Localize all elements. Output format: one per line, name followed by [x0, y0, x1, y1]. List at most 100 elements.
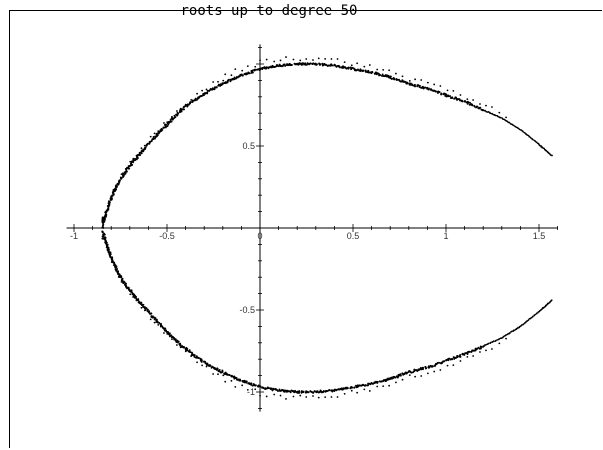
root-point	[302, 390, 305, 393]
root-point	[413, 370, 416, 373]
root-point	[171, 338, 173, 341]
root-point	[532, 315, 534, 318]
root-point	[356, 391, 359, 394]
root-point	[117, 273, 120, 276]
root-point	[189, 101, 192, 104]
root-point	[123, 171, 126, 174]
root-point	[212, 373, 215, 375]
root-point	[485, 349, 487, 352]
root-point	[246, 65, 249, 67]
root-point	[157, 132, 160, 135]
root-point	[399, 373, 402, 376]
root-point	[281, 65, 284, 68]
root-point	[359, 68, 362, 71]
y-tick-label: -1	[247, 387, 255, 397]
root-point	[410, 371, 413, 374]
root-point	[163, 332, 165, 334]
root-point	[187, 103, 190, 106]
root-point	[349, 66, 352, 69]
root-point	[352, 67, 355, 70]
root-point	[298, 390, 301, 393]
root-point	[240, 73, 243, 76]
root-point	[140, 303, 143, 306]
root-point	[338, 66, 341, 69]
root-point	[218, 369, 221, 372]
root-point	[127, 165, 130, 168]
root-point	[371, 70, 374, 73]
root-point	[261, 67, 264, 70]
root-point	[439, 369, 442, 371]
root-point	[270, 387, 273, 390]
root-point	[224, 81, 227, 84]
root-point	[331, 64, 334, 67]
root-point	[157, 323, 160, 326]
root-point	[107, 206, 110, 209]
root-point	[318, 63, 321, 66]
root-point	[153, 321, 156, 324]
root-point	[217, 373, 219, 376]
root-point	[134, 157, 137, 160]
root-point	[393, 78, 396, 81]
root-point	[334, 64, 337, 67]
root-point	[395, 72, 397, 75]
root-point	[222, 79, 225, 82]
root-point	[289, 391, 292, 394]
root-point	[299, 394, 302, 397]
root-point	[373, 381, 376, 384]
root-point	[445, 358, 448, 361]
root-point	[452, 364, 455, 367]
root-point	[153, 318, 156, 321]
root-point	[413, 368, 416, 371]
root-points	[101, 56, 553, 400]
root-point	[127, 167, 130, 170]
root-point	[232, 375, 235, 378]
root-point	[211, 87, 214, 90]
root-point	[257, 385, 260, 388]
root-point	[273, 60, 276, 63]
root-point	[101, 230, 104, 233]
root-point	[406, 81, 409, 84]
root-point	[182, 346, 185, 349]
root-point	[292, 395, 295, 398]
root-point	[145, 307, 148, 310]
root-point	[108, 200, 111, 203]
root-point	[376, 380, 379, 383]
root-point	[451, 96, 454, 99]
root-point	[254, 384, 257, 387]
root-point	[509, 332, 511, 334]
root-point	[129, 162, 132, 165]
root-point	[364, 384, 367, 387]
root-point	[479, 351, 481, 353]
root-point	[445, 93, 448, 96]
root-point	[140, 149, 143, 152]
root-point	[382, 385, 385, 388]
root-point	[208, 89, 211, 92]
root-point	[299, 59, 302, 62]
root-point	[140, 152, 143, 155]
root-point	[429, 88, 432, 91]
root-point	[111, 261, 114, 264]
root-point	[188, 350, 191, 353]
root-point	[317, 57, 320, 60]
root-point	[265, 66, 268, 69]
root-point	[142, 303, 145, 306]
root-point	[492, 340, 495, 342]
root-point	[245, 381, 248, 384]
root-point	[155, 318, 158, 321]
root-point	[299, 62, 302, 65]
root-point	[327, 389, 330, 392]
root-point	[385, 379, 388, 382]
root-point	[312, 391, 315, 394]
root-point	[319, 389, 322, 392]
root-point	[120, 276, 123, 279]
root-point	[102, 233, 105, 236]
root-point	[215, 86, 218, 89]
root-point	[491, 348, 493, 350]
root-point	[101, 217, 104, 220]
root-point	[426, 86, 429, 89]
root-point	[241, 384, 244, 387]
root-point	[248, 72, 251, 75]
root-point	[149, 135, 152, 138]
root-point	[420, 79, 423, 81]
